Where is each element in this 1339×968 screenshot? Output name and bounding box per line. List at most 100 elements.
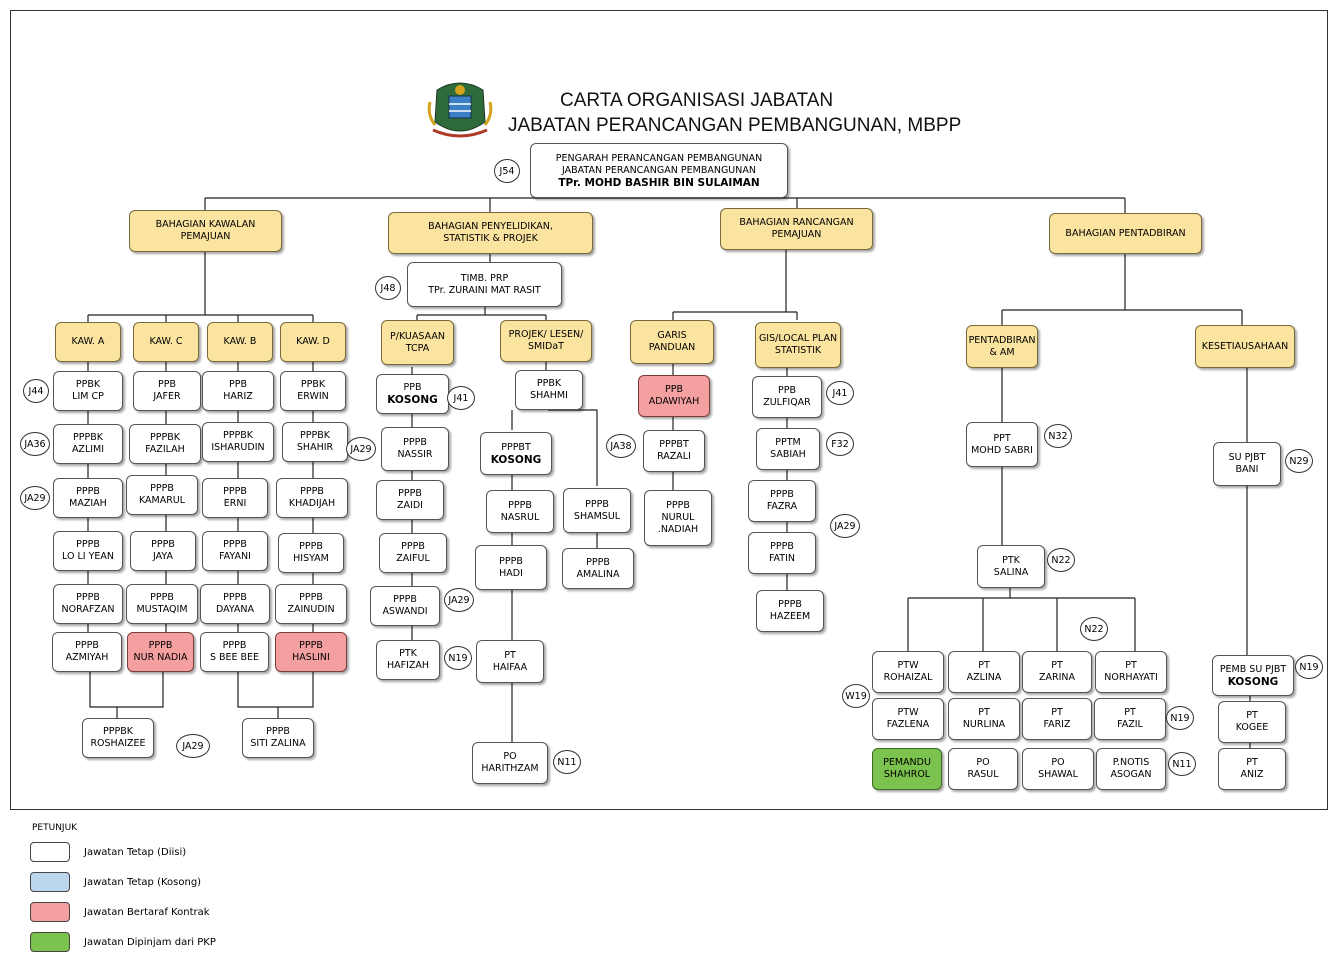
org-box-line: DAYANA	[215, 604, 255, 615]
org-box-line: PENTADBIRAN	[968, 334, 1036, 346]
org-box-line: PT	[1246, 710, 1258, 721]
org-box-line: PPB	[778, 385, 796, 396]
org-box-line: KAMARUL	[138, 495, 186, 506]
grade-code-badge: N32	[1044, 424, 1072, 448]
org-box-line: GIS/LOCAL PLAN	[758, 333, 838, 344]
org-box-line: HADI	[499, 567, 523, 579]
org-box-kawB: KAW. B	[207, 322, 273, 362]
org-box-line: PROJEK/ LESEN/	[508, 329, 584, 340]
org-box-line: TPr. MOHD BASHIR BIN SULAIMAN	[558, 176, 760, 189]
grade-code-badge: J44	[23, 379, 49, 403]
org-box-line: PT	[504, 649, 516, 661]
org-box-line: BANI	[1235, 464, 1259, 475]
org-box-line: PPPB	[75, 640, 99, 651]
org-box-line: STATISTIK & PROJEK	[443, 233, 538, 244]
grade-code-badge: N19	[444, 646, 472, 670]
org-box-line: PPPB	[508, 499, 532, 511]
legend-label-contract: Jawatan Bertaraf Kontrak	[84, 907, 210, 918]
org-box-line: PTW	[897, 660, 919, 671]
org-box-line: PPPB	[148, 640, 173, 651]
org-box-line: ZARINA	[1038, 672, 1075, 683]
org-box-line: PPPB	[778, 599, 802, 610]
org-box-line: PPPBK	[223, 430, 253, 441]
org-box-line: RASUL	[967, 769, 999, 780]
org-box-line: KAW. D	[296, 336, 330, 347]
org-box-line: PPPB	[770, 489, 794, 500]
org-box-line: PPPB	[266, 726, 290, 737]
org-box-line: ZAIFUL	[396, 553, 430, 564]
org-box-line: BAHAGIAN RANCANGAN	[739, 217, 854, 228]
org-box-line: PPPB	[585, 498, 609, 510]
org-box-line: PTK	[399, 648, 417, 659]
org-box-line: PPPB	[300, 486, 324, 497]
org-box-line: PPPB	[586, 556, 610, 568]
org-box-line: HISYAM	[293, 553, 329, 564]
org-box-pam: PENTADBIRAN& AM	[966, 325, 1038, 368]
legend-swatch-loaned	[30, 932, 70, 952]
org-box-line: PPPB	[398, 488, 422, 499]
org-box-line: PO	[503, 751, 517, 762]
org-box-line: GARIS	[657, 330, 687, 341]
mbpp-logo-icon	[427, 82, 493, 138]
org-box-line: SHAHIR	[296, 442, 334, 453]
org-box-line: AMALINA	[576, 568, 620, 580]
org-box-line: PPPB	[299, 541, 323, 552]
org-box-line: PT	[1124, 707, 1136, 718]
org-box-line: PPPBK	[73, 432, 103, 443]
grade-code-badge: JA36	[20, 432, 50, 456]
org-box-line: PPBK	[300, 379, 326, 390]
grade-code-badge: JA29	[176, 734, 210, 758]
org-box-line: NORAFZAN	[61, 604, 115, 615]
org-box-line: PT	[978, 707, 990, 718]
org-box-line: ERWIN	[297, 391, 329, 402]
org-box-pj: PROJEK/ LESEN/SMIDaT	[500, 320, 592, 362]
org-box-line: KAW. C	[149, 336, 183, 347]
grade-code-badge: J54	[494, 159, 520, 183]
org-box-line: PPB	[229, 379, 247, 390]
legend-title: PETUNJUK	[32, 823, 78, 833]
org-box-line: PT	[1051, 707, 1063, 718]
org-box-line: JABATAN PERANCANGAN PEMBANGUNAN	[562, 164, 756, 176]
org-box-line: ASWANDI	[382, 606, 428, 617]
org-box-line: PPPB	[222, 640, 247, 651]
org-box-line: .NADIAH	[657, 524, 699, 535]
legend-label-filled: Jawatan Tetap (Diisi)	[84, 847, 187, 858]
legend-swatch-filled	[30, 842, 70, 862]
grade-code-badge: J41	[447, 386, 475, 410]
org-box-line: HASLINI	[292, 652, 330, 663]
org-box-line: PPPBT	[501, 441, 531, 453]
org-box-bpent: BAHAGIAN PENTADBIRAN	[1049, 213, 1202, 254]
org-box-line: PPB	[158, 379, 176, 390]
org-box-line: AZLINA	[966, 672, 1002, 683]
